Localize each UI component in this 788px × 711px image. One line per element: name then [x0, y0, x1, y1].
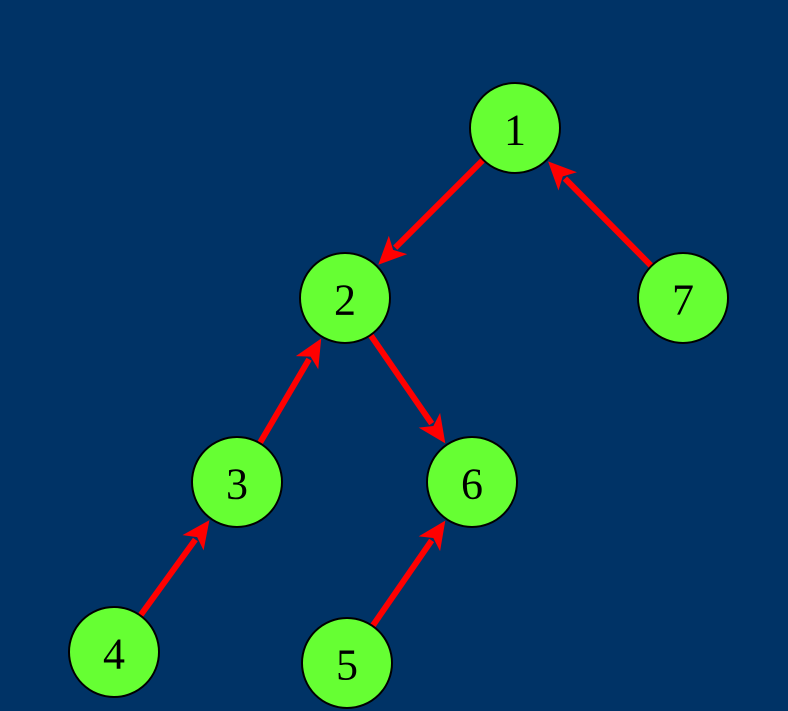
node-4-label: 4 [103, 630, 125, 679]
node-2-label: 2 [334, 276, 356, 325]
edge-3-to-2 [255, 338, 322, 449]
node-2-circle [299, 252, 391, 344]
node-7: 7 [637, 252, 729, 344]
node-3-circle [191, 436, 283, 528]
node-5-label: 5 [336, 641, 358, 690]
node-5-circle [301, 617, 393, 709]
edge-7-to-1 [548, 161, 657, 271]
node-3: 3 [191, 436, 283, 528]
node-7-label: 7 [672, 276, 694, 325]
edge-1-to-2 [378, 154, 489, 265]
node-7-circle [637, 252, 729, 344]
node-4: 4 [68, 606, 160, 698]
node-6-circle [426, 436, 518, 528]
node-1-circle [469, 82, 561, 174]
edge-5-to-6 [367, 520, 446, 631]
node-2: 2 [299, 252, 391, 344]
node-5: 5 [301, 617, 393, 709]
node-6: 6 [426, 436, 518, 528]
edge-4-to-3 [135, 520, 210, 621]
node-6-label: 6 [461, 460, 483, 509]
node-4-circle [68, 606, 160, 698]
node-1: 1 [469, 82, 561, 174]
nodes-layer: 1 2 3 4 5 6 7 [68, 82, 729, 709]
edge-2-to-6 [365, 330, 446, 444]
node-1-label: 1 [504, 106, 526, 155]
edges-layer [135, 154, 657, 631]
node-3-label: 3 [226, 460, 248, 509]
